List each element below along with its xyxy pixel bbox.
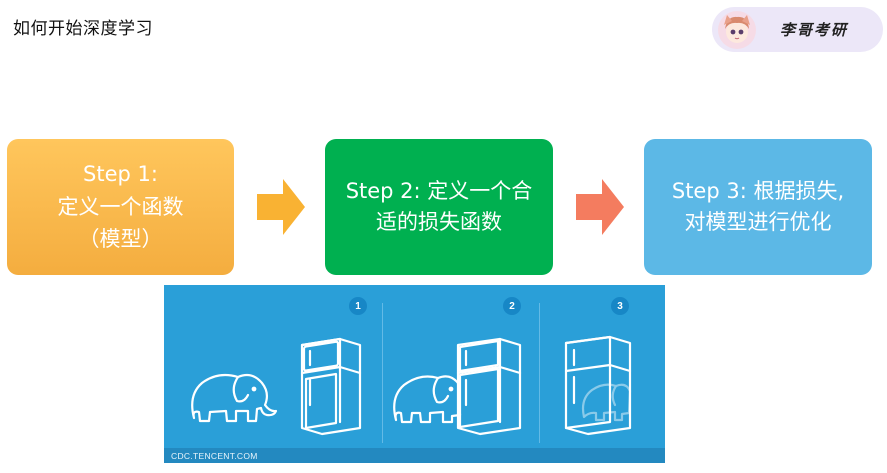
elephant-icon	[191, 373, 278, 423]
step-2-line-2: 适的损失函数	[376, 210, 502, 234]
avatar	[718, 11, 756, 49]
panel-divider	[382, 303, 383, 443]
brand-badge: 李哥考研	[712, 7, 883, 52]
step-1-box: Step 1: 定义一个函数 （模型）	[7, 139, 234, 275]
illustration-footer	[164, 448, 665, 463]
step-1-line-2: 定义一个函数	[57, 194, 184, 219]
cartoon-girl-avatar-icon	[724, 15, 750, 43]
step-2-box: Step 2: 定义一个合 适的损失函数	[325, 139, 553, 275]
elephant-fridge-illustration: 1 2 3	[164, 285, 665, 463]
page-title: 如何开始深度学习	[13, 19, 153, 39]
open-fridge-icon	[456, 337, 522, 436]
panel-number-1: 1	[349, 297, 367, 315]
closed-fridge-icon	[564, 335, 632, 436]
step-1-line-3: （模型）	[78, 227, 163, 252]
illustration-credit: CDC.TENCENT.COM	[171, 451, 258, 461]
step-1-line-1: Step 1:	[83, 162, 158, 187]
elephant-in-fridge-icon	[393, 375, 462, 424]
hidden-elephant-icon	[581, 383, 632, 422]
step-3-line-1: Step 3: 根据损失,	[671, 178, 845, 203]
brand-name: 李哥考研	[780, 21, 849, 39]
elephant-fridge-drawing	[191, 335, 632, 436]
step-2-line-1: Step 2: 定义一个合	[345, 178, 533, 203]
panel-divider	[539, 303, 540, 443]
step-3-line-2: 对模型进行优化	[684, 210, 832, 234]
step-3-box: Step 3: 根据损失, 对模型进行优化	[644, 139, 872, 275]
right-arrow-icon	[257, 179, 305, 235]
panel-number-2: 2	[503, 297, 521, 315]
panel-number-3: 3	[611, 297, 629, 315]
fridge-icon	[300, 337, 362, 436]
right-arrow-icon	[576, 179, 624, 235]
